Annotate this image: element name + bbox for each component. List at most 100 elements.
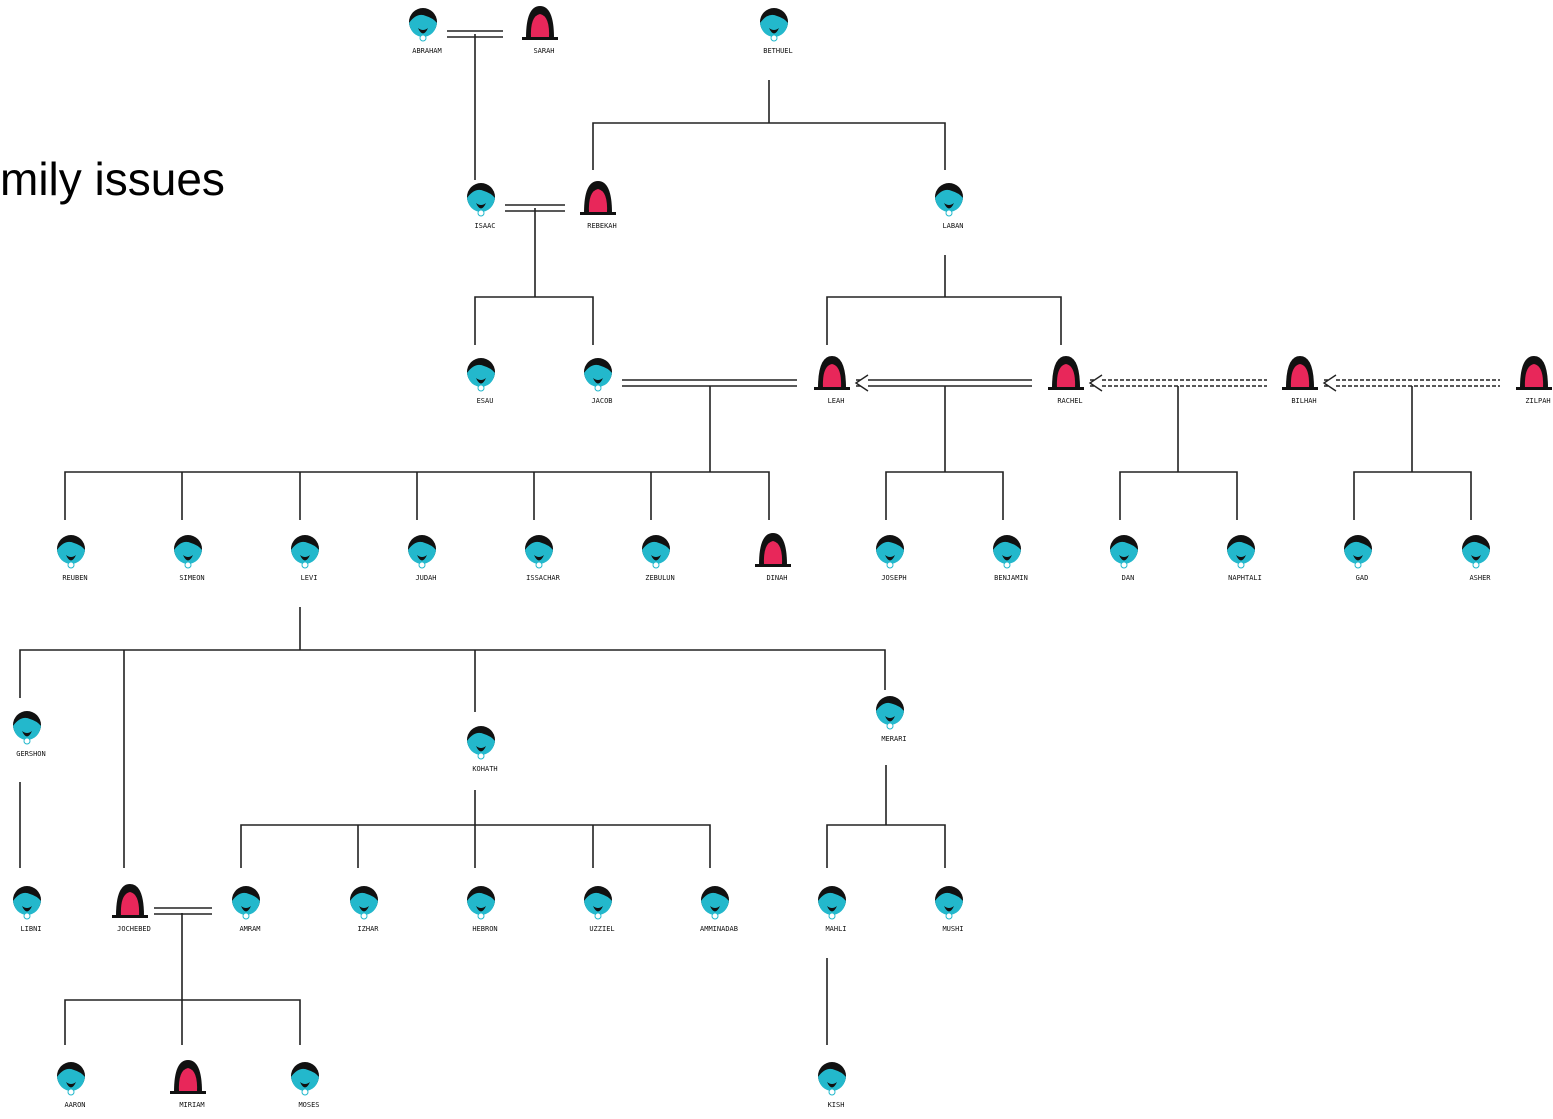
- person-uzziel: UZZIEL: [584, 886, 615, 933]
- person-isaac: ISAAC: [467, 183, 496, 230]
- person-name-label: ISSACHAR: [526, 574, 561, 582]
- person-mahli: MAHLI: [818, 886, 847, 933]
- person-asher: ASHER: [1462, 535, 1491, 582]
- person-name-label: AARON: [64, 1101, 85, 1109]
- person-name-label: KISH: [828, 1101, 845, 1109]
- marriage-line-jochebed-amram: [154, 907, 212, 915]
- person-name-label: MERARI: [881, 735, 906, 743]
- descent-levi-children-bar: [19, 649, 886, 698]
- person-gad: GAD: [1344, 535, 1372, 582]
- person-abraham: ABRAHAM: [409, 8, 442, 55]
- female-avatar-icon: [1282, 356, 1318, 390]
- person-name-label: UZZIEL: [589, 925, 614, 933]
- person-rebekah: REBEKAH: [580, 181, 617, 230]
- person-kish: KISH: [818, 1062, 846, 1109]
- person-zilpah: ZILPAH: [1516, 356, 1552, 405]
- male-avatar-icon: [467, 358, 495, 392]
- female-avatar-icon: [522, 6, 558, 40]
- person-name-label: NAPHTALI: [1228, 574, 1262, 582]
- person-name-label: JOCHEBED: [117, 925, 151, 933]
- male-avatar-icon: [13, 711, 41, 745]
- person-libni: LIBNI: [13, 886, 42, 933]
- male-avatar-icon: [584, 358, 612, 392]
- female-avatar-icon: [1048, 356, 1084, 390]
- person-benjamin: BENJAMIN: [993, 535, 1028, 582]
- male-avatar-icon: [232, 886, 260, 920]
- male-avatar-icon: [467, 886, 495, 920]
- person-name-label: GAD: [1356, 574, 1369, 582]
- person-name-label: ZILPAH: [1525, 397, 1550, 405]
- male-avatar-icon: [1344, 535, 1372, 569]
- rivalry-line-rachel-bilhah: [1088, 374, 1267, 392]
- person-bethuel: BETHUEL: [760, 8, 793, 55]
- person-laban: LABAN: [935, 183, 964, 230]
- descent-isaac-children: [474, 296, 594, 345]
- person-gershon: GERSHON: [13, 711, 46, 758]
- male-avatar-icon: [935, 886, 963, 920]
- male-avatar-icon: [876, 696, 904, 730]
- male-avatar-icon: [642, 535, 670, 569]
- person-amram: AMRAM: [232, 886, 261, 933]
- person-issachar: ISSACHAR: [525, 535, 561, 582]
- person-dan: DAN: [1110, 535, 1138, 582]
- tree-connectors: [19, 30, 1500, 1045]
- male-avatar-icon: [525, 535, 553, 569]
- person-naphtali: NAPHTALI: [1227, 535, 1262, 582]
- person-merari: MERARI: [876, 696, 907, 743]
- person-name-label: MIRIAM: [179, 1101, 204, 1109]
- person-sarah: SARAH: [522, 6, 558, 55]
- slide-title: mily issues: [0, 153, 225, 205]
- person-name-label: REBEKAH: [587, 222, 617, 230]
- male-avatar-icon: [57, 1062, 85, 1096]
- person-name-label: MUSHI: [942, 925, 963, 933]
- descent-rachel-children: [885, 471, 1004, 520]
- person-name-label: LABAN: [942, 222, 963, 230]
- female-avatar-icon: [170, 1060, 206, 1094]
- person-reuben: REUBEN: [57, 535, 88, 582]
- male-avatar-icon: [467, 183, 495, 217]
- person-name-label: GERSHON: [16, 750, 46, 758]
- person-name-label: ABRAHAM: [412, 47, 442, 55]
- person-leah: LEAH: [814, 356, 850, 405]
- person-levi: LEVI: [291, 535, 319, 582]
- male-avatar-icon: [760, 8, 788, 42]
- descent-bethuel-children: [592, 122, 946, 170]
- male-avatar-icon: [467, 726, 495, 760]
- person-miriam: MIRIAM: [170, 1060, 206, 1109]
- male-avatar-icon: [584, 886, 612, 920]
- male-avatar-icon: [291, 535, 319, 569]
- descent-zilpah-children: [1353, 471, 1472, 520]
- male-avatar-icon: [174, 535, 202, 569]
- person-simeon: SIMEON: [174, 535, 205, 582]
- person-name-label: AMRAM: [239, 925, 260, 933]
- tree-people: ABRAHAM SARAH BETHUEL ISAAC REBEKAH LABAN ESAU…: [13, 6, 1552, 1109]
- person-mushi: MUSHI: [935, 886, 964, 933]
- person-moses: MOSES: [291, 1062, 320, 1109]
- male-avatar-icon: [408, 535, 436, 569]
- marriage-line-jacob-leah: [622, 379, 797, 387]
- person-rachel: RACHEL: [1048, 356, 1084, 405]
- person-kohath: KOHATH: [467, 726, 498, 773]
- male-avatar-icon: [409, 8, 437, 42]
- male-avatar-icon: [1110, 535, 1138, 569]
- person-name-label: JOSEPH: [881, 574, 906, 582]
- person-hebron: HEBRON: [467, 886, 498, 933]
- person-name-label: LEAH: [828, 397, 845, 405]
- person-name-label: DAN: [1122, 574, 1135, 582]
- person-name-label: BENJAMIN: [994, 574, 1028, 582]
- person-zebulun: ZEBULUN: [642, 535, 675, 582]
- person-name-label: REUBEN: [62, 574, 87, 582]
- person-name-label: MAHLI: [825, 925, 846, 933]
- person-name-label: AMMINADAB: [700, 925, 738, 933]
- person-izhar: IZHAR: [350, 886, 379, 933]
- person-name-label: SIMEON: [179, 574, 204, 582]
- descent-merari-children: [826, 824, 946, 868]
- person-jochebed: JOCHEBED: [112, 884, 151, 933]
- male-avatar-icon: [1462, 535, 1490, 569]
- person-name-label: IZHAR: [357, 925, 379, 933]
- person-esau: ESAU: [467, 358, 495, 405]
- male-avatar-icon: [1227, 535, 1255, 569]
- person-name-label: LIBNI: [20, 925, 41, 933]
- male-avatar-icon: [993, 535, 1021, 569]
